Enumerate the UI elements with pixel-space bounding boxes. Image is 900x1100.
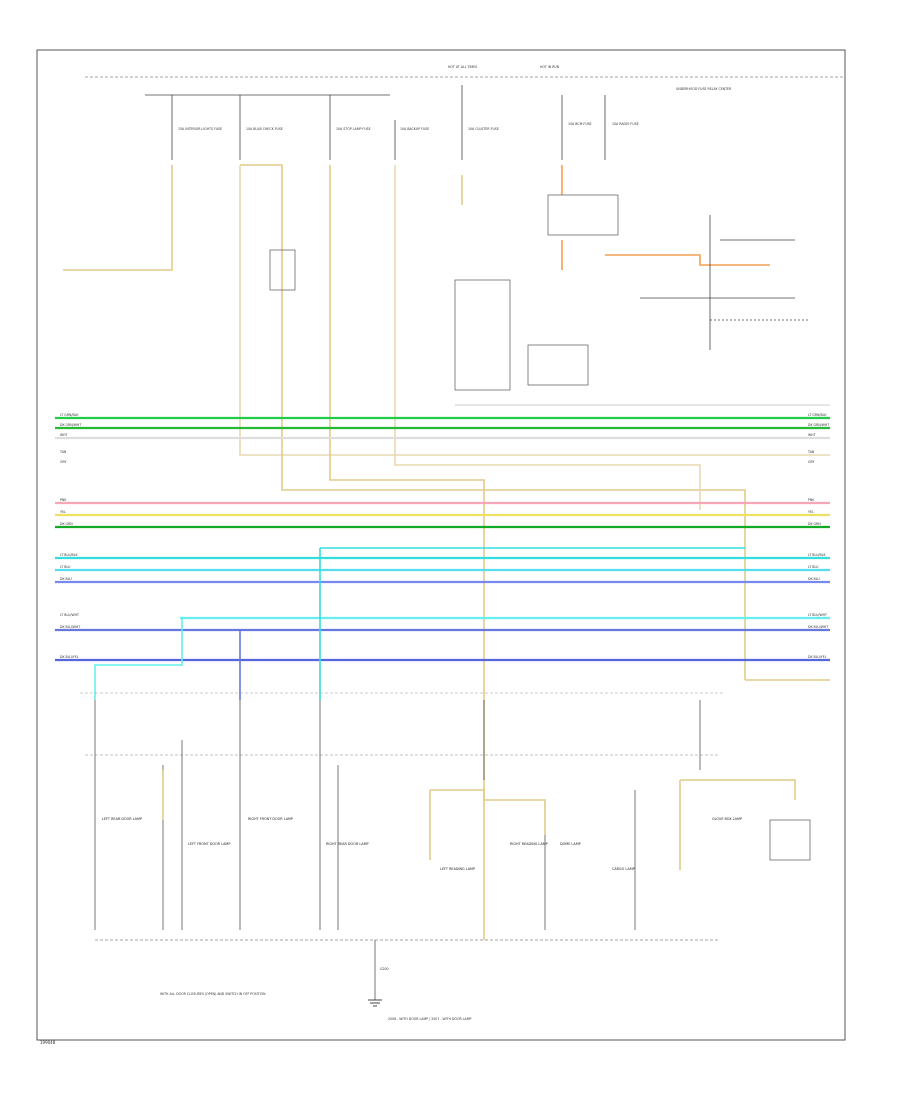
bus-label-right-6: PNK (808, 498, 815, 502)
bus-label-right-9: LT BLU/BLK (808, 553, 826, 557)
bus-label-right-11: DK BLU (808, 577, 820, 581)
bus-label-left-9: LT BLU/BLK (60, 553, 78, 557)
tan-wires (63, 164, 830, 940)
bottom-note-right: 2006 - WITH DOOR LAMP / 2007 - WITH DOOR… (388, 1017, 471, 1021)
bus-label-left-4: TAN (59, 450, 67, 454)
bus-label-right-12: LT BLU/WHT (808, 613, 827, 617)
component-label-9: GLOVE BOX LAMP (712, 817, 742, 821)
bus-label-left-11: DK BLU (60, 577, 72, 581)
bus-label-right-3: WHT (808, 433, 816, 437)
fuse-heading-right: HOT IN RUN (540, 65, 560, 69)
orange-wires (561, 165, 770, 270)
fuse-label-6: 10A BCM FUSE (568, 122, 592, 126)
bus-taps (94, 547, 745, 700)
top-right-note: UNDERHOOD FUSE RELAY CENTER (676, 87, 732, 91)
bus-label-left-5: GRY (60, 460, 66, 464)
bus-label-right-13: DK BLU/WHT (808, 625, 828, 629)
component-label-3: RIGHT FRONT DOOR LAMP (248, 817, 293, 821)
bus-label-right-7: YEL (808, 510, 814, 514)
bus-label-right-2: DK GRN/WHT (808, 423, 829, 427)
component-label-2: LEFT FRONT DOOR LAMP (188, 842, 230, 846)
page-id: 199048 (40, 1040, 56, 1045)
bus-label-right-1: LT GRN/BLK (808, 413, 827, 417)
bus-label-right-10: LT BLU (808, 565, 819, 569)
bus-label-left-8: DK GRN (60, 522, 73, 526)
fuse-label-5: 10A CLUSTER FUSE (468, 127, 499, 131)
bus-wire-group (55, 416, 830, 662)
bus-label-left-3: WHT (60, 433, 68, 437)
fuse-label-2: 10A BULB CHECK FUSE (246, 127, 283, 131)
component-label-1: LEFT REAR DOOR LAMP (102, 817, 142, 821)
bus-label-left-2: DK GRN/WHT (60, 423, 81, 427)
bus-label-right-14: DK BLU/YEL (808, 655, 827, 659)
diagram-frame (36, 49, 846, 1041)
bus-label-right-8: DK GRN (808, 522, 821, 526)
bus-label-left-14: DK BLU/YEL (60, 655, 79, 659)
fuse-label-1: 15A INTERIOR LIGHTS FUSE (178, 127, 222, 131)
fuse-heading-left: HOT AT ALL TIMES (448, 65, 477, 69)
bus-label-left-13: DK BLU/WHT (60, 625, 80, 629)
fuse-label-3: 10A STOP LAMP FUSE (336, 127, 371, 131)
component-label-6: RIGHT READING LAMP (510, 842, 548, 846)
bus-label-left-6: PNK (60, 498, 67, 502)
bus-label-left-1: LT GRN/BLK (60, 413, 79, 417)
fuse-label-4: 10A BACKUP FUSE (400, 127, 429, 131)
ground-icon (368, 999, 382, 1007)
component-label-5: LEFT READING LAMP (440, 867, 475, 871)
bus-label-left-7: YEL (60, 510, 66, 514)
fuse-label-7: 10A RADIO FUSE (612, 122, 639, 126)
ground-splice-label: G200 (380, 967, 389, 971)
component-label-7: DOME LAMP (560, 842, 581, 846)
component-drops (94, 700, 701, 930)
bottom-note-left: WITH ALL DOOR CLOSURES (OPEN) AND SWITCH… (160, 992, 266, 996)
bus-label-left-10: LT BLU (60, 565, 71, 569)
bus-label-right-5: GRY (808, 460, 814, 464)
bus-label-right-4: TAN (807, 450, 815, 454)
component-label-8: CARGO LAMP (612, 867, 635, 871)
relay-boxes (269, 194, 811, 861)
yellow-component-wires (162, 770, 796, 870)
component-label-4: RIGHT REAR DOOR LAMP (326, 842, 369, 846)
fuse-drops (171, 85, 606, 160)
bus-label-left-12: LT BLU/WHT (60, 613, 79, 617)
